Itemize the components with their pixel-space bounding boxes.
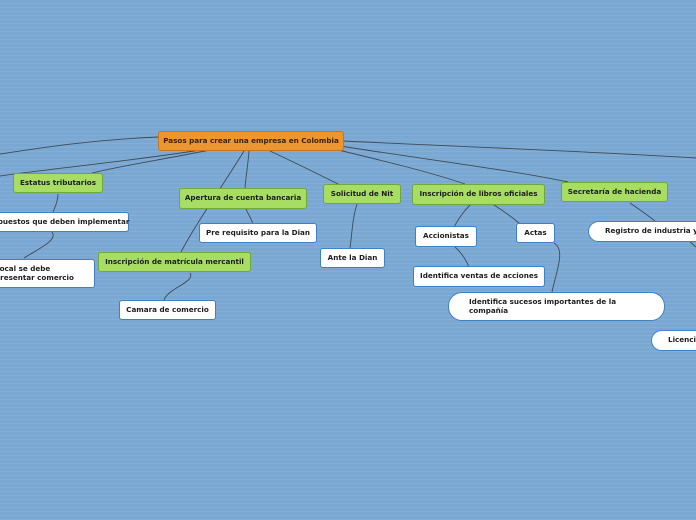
root-node[interactable]: Pasos para crear una empresa en Colombia	[158, 131, 344, 151]
topic-solicitud-nit[interactable]: Solicitud de Nit	[323, 184, 401, 204]
node-label: Local se debe presentar comercio	[0, 263, 74, 282]
link-root-hacienda	[339, 145, 569, 183]
topic-label: Apertura de cuenta bancaria	[184, 193, 302, 203]
node-label: Impuestos que deben implementar	[0, 216, 130, 226]
node-sucesos-importantes[interactable]: Identifica sucesos importantes de la com…	[448, 292, 665, 321]
node-label: Registro de industria y	[605, 226, 696, 236]
topic-secretaria-hacienda[interactable]: Secretaría de hacienda	[561, 182, 668, 202]
node-ante-dian[interactable]: Ante la Dian	[320, 248, 385, 268]
node-prerequisito-dian[interactable]: Pre requisito para la Dian	[199, 223, 317, 243]
topic-label: Inscripción de libros oficiales	[419, 189, 538, 199]
link-hacienda-registro	[629, 202, 657, 223]
node-label: Actas	[524, 227, 547, 237]
link-root-right-offscreen	[341, 140, 696, 159]
node-actas[interactable]: Actas	[516, 223, 555, 243]
link-accionistas-ventas	[454, 246, 470, 268]
node-presentar-comercio[interactable]: Local se debe presentar comercio	[0, 259, 95, 288]
link-root-apertura	[244, 150, 250, 189]
topic-label: Secretaría de hacienda	[567, 186, 662, 196]
link-libros-accionistas	[453, 204, 471, 228]
link-estatus-impuestos	[52, 193, 59, 213]
node-label: Camara de comercio	[126, 304, 209, 314]
link-apertura-prerequisito	[245, 208, 254, 225]
topic-libros-oficiales[interactable]: Inscripción de libros oficiales	[412, 184, 545, 205]
node-label: Pre requisito para la Dian	[205, 227, 311, 237]
topic-matricula-mercantil[interactable]: Inscripción de matrícula mercantil	[98, 252, 251, 272]
topic-label: Solicitud de Nit	[330, 188, 394, 198]
node-licencia[interactable]: Licencia	[651, 330, 696, 351]
node-label: Identifica ventas de acciones	[420, 271, 538, 281]
node-accionistas[interactable]: Accionistas	[415, 226, 477, 247]
node-registro-industria[interactable]: Registro de industria y	[588, 221, 696, 242]
topic-label: Estatus tributarios	[19, 177, 97, 187]
node-ventas-acciones[interactable]: Identifica ventas de acciones	[413, 266, 545, 287]
link-impuestos-presentar	[23, 231, 54, 259]
node-label: Identifica sucesos importantes de la com…	[469, 296, 617, 315]
topic-label: Inscripción de matrícula mercantil	[105, 256, 244, 266]
link-actas-sucesos	[551, 242, 561, 293]
node-camara-comercio[interactable]: Camara de comercio	[119, 300, 216, 320]
link-libros-actas	[493, 204, 521, 225]
link-nit-dian	[349, 203, 358, 249]
link-root-offscreen-left	[0, 136, 159, 155]
link-root-estatus-node	[91, 149, 211, 174]
link-root-libros	[329, 147, 466, 185]
topic-estatus-tributarios[interactable]: Estatus tributarios	[13, 173, 103, 193]
node-label: Accionistas	[423, 231, 469, 241]
node-label: Licencia	[668, 335, 696, 345]
node-impuestos[interactable]: Impuestos que deben implementar	[0, 212, 129, 232]
topic-apertura-cuenta[interactable]: Apertura de cuenta bancaria	[179, 188, 307, 209]
link-root-nit	[269, 150, 341, 186]
node-label: Ante la Dian	[327, 252, 378, 262]
link-matricula-camara	[163, 272, 192, 301]
root-label: Pasos para crear una empresa en Colombia	[163, 135, 339, 145]
